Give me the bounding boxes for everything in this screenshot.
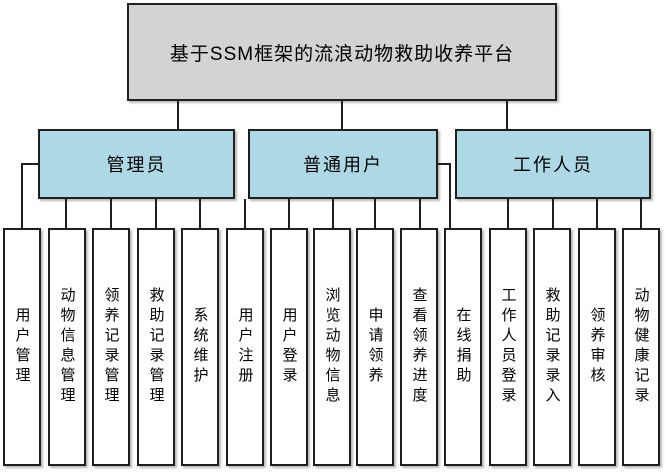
leaf-label: 救助记录录入 [543, 287, 561, 407]
connector-staff-leaf1 [552, 199, 554, 228]
leaf-label: 系统维护 [191, 307, 209, 387]
leaf-node-adoption-record-management: 领养记录管理 [92, 228, 130, 466]
leaf-label: 在线捐助 [454, 307, 472, 387]
leaf-node-system-maintenance: 系统维护 [181, 228, 219, 466]
leaf-label: 用户注册 [236, 307, 254, 387]
connector-admin-leaf3 [155, 199, 157, 228]
leaf-node-browse-animal-info: 浏览动物信息 [313, 228, 351, 466]
leaf-label: 查看领养进度 [410, 287, 428, 407]
leaf-label: 动物健康记录 [632, 287, 650, 407]
leaf-label: 浏览动物信息 [323, 287, 341, 407]
connector-admin-leaf2 [110, 199, 112, 228]
leaf-node-staff-login: 工作人员登录 [489, 228, 527, 466]
leaf-label: 工作人员登录 [499, 287, 517, 407]
connector-root-staff [506, 101, 508, 129]
root-node: 基于SSM框架的流浪动物救助收养平台 [127, 3, 557, 101]
connector-staff-leaf2 [596, 199, 598, 228]
connector-user-elbow-h [436, 163, 451, 165]
connector-staff-leaf0 [507, 199, 509, 228]
branch-node-user: 普通用户 [248, 129, 438, 199]
connector-admin-leaf4 [199, 199, 201, 228]
leaf-node-online-donation: 在线捐助 [444, 228, 482, 466]
leaf-label: 领养审核 [588, 307, 606, 387]
connector-root-admin [177, 101, 179, 129]
connector-user-leaf4 [419, 199, 421, 228]
leaf-node-user-registration: 用户注册 [226, 228, 264, 466]
branch-node-admin: 管理员 [38, 129, 235, 199]
leaf-label: 动物信息管理 [58, 287, 76, 407]
connector-admin-elbow-v [21, 163, 23, 228]
leaf-node-adoption-review: 领养审核 [578, 228, 616, 466]
branch-node-user-label: 普通用户 [303, 155, 383, 175]
connector-user-leaf2 [332, 199, 334, 228]
leaf-label: 救助记录管理 [147, 287, 165, 407]
connector-staff-leaf3 [640, 199, 642, 228]
root-node-label: 基于SSM框架的流浪动物救助收养平台 [169, 43, 515, 65]
connector-user-leaf1 [288, 199, 290, 228]
leaf-node-animal-health-record: 动物健康记录 [622, 228, 660, 466]
connector-user-elbow-v [449, 163, 451, 228]
leaf-node-apply-adoption: 申请领养 [356, 228, 394, 466]
leaf-label: 用户管理 [13, 307, 31, 387]
connector-user-leaf0 [244, 199, 246, 228]
branch-node-staff: 工作人员 [455, 129, 651, 199]
connector-admin-leaf1 [65, 199, 67, 228]
connector-user-leaf3 [374, 199, 376, 228]
branch-node-staff-label: 工作人员 [513, 155, 593, 175]
connector-admin-elbow-h [21, 163, 40, 165]
leaf-node-animal-info-management: 动物信息管理 [48, 228, 86, 466]
leaf-label: 用户登录 [280, 307, 298, 387]
leaf-node-user-login: 用户登录 [270, 228, 308, 466]
leaf-node-rescue-record-management: 救助记录管理 [137, 228, 175, 466]
leaf-label: 申请领养 [366, 307, 384, 387]
leaf-node-rescue-record-entry: 救助记录录入 [533, 228, 571, 466]
leaf-node-view-adoption-progress: 查看领养进度 [400, 228, 438, 466]
leaf-node-user-management: 用户管理 [3, 228, 41, 466]
leaf-label: 领养记录管理 [102, 287, 120, 407]
branch-node-admin-label: 管理员 [106, 155, 167, 175]
connector-root-user [341, 101, 343, 129]
